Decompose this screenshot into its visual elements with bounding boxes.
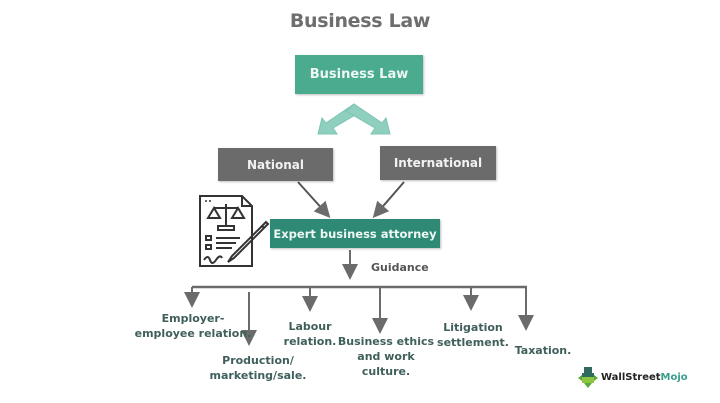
brand-name-part2: Mojo	[660, 371, 688, 383]
leaf-business-ethics: Business ethics and work culture.	[336, 334, 436, 379]
leaf-line: settlement.	[437, 336, 509, 349]
diagram-title: Business Law	[289, 10, 431, 32]
node-business-law: Business Law	[295, 55, 423, 94]
leaf-line: Business ethics	[337, 335, 435, 348]
leaf-line: Production/	[222, 354, 294, 367]
leaf-litigation-settlement: Litigation settlement.	[433, 320, 513, 350]
leaf-production-marketing: Production/ marketing/sale.	[198, 353, 318, 383]
brand-name-part1: WallStreet	[601, 371, 661, 383]
leaf-taxation: Taxation.	[508, 343, 578, 358]
split-arrow-icon	[317, 103, 391, 135]
leaf-line: Taxation.	[514, 344, 572, 357]
legal-document-pen-icon	[199, 195, 270, 267]
edge-label-guidance: Guidance	[371, 261, 429, 274]
brand-logo: WallStreetMojo	[578, 366, 688, 388]
leaf-line: relation.	[283, 335, 337, 348]
leaf-line: and work	[357, 350, 415, 363]
node-national: National	[218, 148, 333, 181]
leaf-line: Labour	[288, 320, 332, 333]
leaf-line: Litigation	[443, 321, 503, 334]
brand-name: WallStreetMojo	[601, 372, 688, 383]
leaf-line: employee relation.	[134, 327, 252, 340]
leaf-labour-relation: Labour relation.	[280, 319, 340, 349]
node-expert-business-attorney: Expert business attorney	[270, 219, 440, 248]
node-international: International	[380, 146, 496, 180]
leaf-line: culture.	[361, 365, 411, 378]
leaf-employer-employee: Employer- employee relation.	[128, 311, 258, 341]
leaf-line: Employer-	[161, 312, 225, 325]
leaf-line: marketing/sale.	[209, 369, 307, 382]
wallstreetmojo-logo-icon	[578, 367, 598, 388]
